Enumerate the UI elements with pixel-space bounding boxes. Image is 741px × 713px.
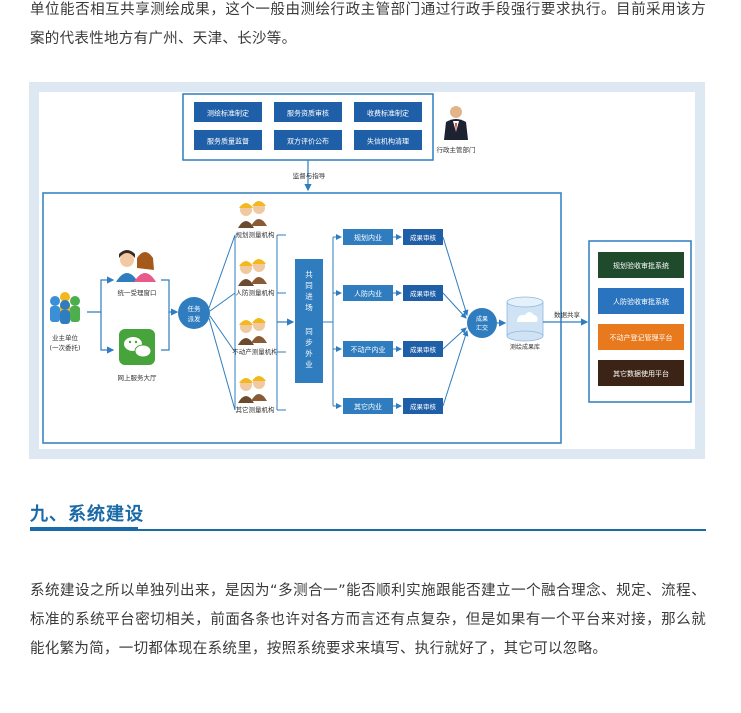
- admin-item-label: 收费标准制定: [367, 109, 409, 118]
- system-item: 其它数据使用平台: [598, 360, 684, 386]
- surveyor-icon: [238, 259, 267, 286]
- indoor-label: 不动产内业: [351, 345, 386, 354]
- supervise-label: 监督与指导: [293, 171, 326, 180]
- section-divider: [30, 529, 706, 531]
- admin-item: 失信机构清理: [354, 130, 422, 150]
- admin-item-label: 失信机构清理: [367, 137, 409, 146]
- task-label: 派发: [188, 314, 202, 323]
- indoor-row: 不动产内业 成果审核: [343, 341, 443, 357]
- indoor-label: 人防内业: [354, 289, 382, 298]
- review-label: 成果审核: [410, 402, 437, 411]
- admin-item: 服务资质审核: [274, 102, 342, 122]
- submit-label: 汇交: [476, 324, 488, 332]
- window-label: 统一受理窗口: [118, 288, 157, 297]
- svg-text:同: 同: [305, 281, 313, 290]
- submit-label: 成果: [476, 315, 488, 323]
- official-icon: [444, 106, 468, 140]
- svg-text:进: 进: [305, 292, 313, 301]
- workflow-figure: 测绘标准制定 服务资质审核 收费标准制定 服务质量监督 双方评价公布 失信机构清…: [29, 82, 705, 459]
- review-label: 成果审核: [410, 345, 437, 354]
- system-label: 规划验收审批系统: [613, 261, 669, 270]
- admin-item-label: 双方评价公布: [287, 137, 329, 146]
- system-label: 人防验收审批系统: [613, 297, 669, 306]
- admin-item-label: 服务质量监督: [207, 137, 249, 146]
- indoor-label: 其它内业: [354, 402, 382, 411]
- task-node: [178, 297, 210, 329]
- svg-text:业: 业: [305, 359, 313, 369]
- online-label: 网上服务大厅: [118, 373, 158, 382]
- svg-text:步: 步: [305, 338, 313, 347]
- surveyor-icon: [238, 318, 267, 345]
- svg-text:同: 同: [305, 327, 313, 336]
- review-label: 成果审核: [410, 233, 437, 242]
- agency-label: 人防测量机构: [236, 288, 276, 297]
- svg-text:共: 共: [305, 270, 313, 279]
- intro-paragraph: 单位能否相互共享测绘成果，这个一般由测绘行政主管部门通过行政手段强行要求执行。目…: [30, 2, 706, 47]
- admin-item: 收费标准制定: [354, 102, 422, 122]
- shared-label: 共 同 进 场 同 步 外 业: [305, 270, 313, 369]
- indoor-row: 其它内业 成果审核: [343, 398, 443, 414]
- wechat-icon: [119, 329, 155, 365]
- workflow-diagram: 测绘标准制定 服务资质审核 收费标准制定 服务质量监督 双方评价公布 失信机构清…: [39, 92, 695, 449]
- admin-item: 双方评价公布: [274, 130, 342, 150]
- svg-text:外: 外: [305, 348, 313, 358]
- agency-label: 不动产测量机构: [232, 347, 278, 356]
- svg-text:场: 场: [305, 303, 313, 312]
- admin-label: 行政主管部门: [437, 145, 476, 154]
- section-title-underline: [30, 527, 138, 531]
- admin-item-label: 测绘标准制定: [207, 109, 249, 118]
- share-label: 数据共享: [554, 310, 581, 319]
- task-label: 任务: [188, 304, 202, 313]
- system-item: 规划验收审批系统: [598, 252, 684, 278]
- review-label: 成果审核: [410, 289, 437, 298]
- section-title: 九、系统建设: [30, 504, 144, 525]
- agency-label: 其它测量机构: [236, 405, 276, 414]
- admin-item-label: 服务资质审核: [287, 109, 329, 118]
- surveyor-icon: [238, 376, 267, 403]
- shared-field-block: [295, 259, 323, 383]
- system-paragraph: 系统建设之所以单独列出来，是因为“多测合一”能否顺利实施跟能否建立一个融合理念、…: [30, 583, 706, 657]
- system-item: 人防验收审批系统: [598, 288, 684, 314]
- database-label: 测绘成果库: [510, 343, 540, 351]
- indoor-label: 规划内业: [354, 233, 382, 242]
- indoor-row: 人防内业 成果审核: [343, 285, 443, 301]
- submit-node: [467, 308, 497, 338]
- surveyor-icon: [238, 201, 267, 228]
- system-label: 不动产登记管理平台: [610, 333, 673, 342]
- agency-label: 规划测量机构: [236, 230, 276, 239]
- service-staff-icon: [116, 250, 156, 282]
- database-icon: [506, 296, 544, 342]
- main-frame: [42, 192, 562, 444]
- client-group-icon: [50, 292, 80, 324]
- section-header: 九、系统建设: [30, 500, 706, 536]
- workflow-diagram-svg: 测绘标准制定 服务资质审核 收费标准制定 服务质量监督 双方评价公布 失信机构清…: [42, 93, 692, 444]
- system-label: 其它数据使用平台: [613, 369, 669, 378]
- admin-item: 服务质量监督: [194, 130, 262, 150]
- admin-item: 测绘标准制定: [194, 102, 262, 122]
- system-item: 不动产登记管理平台: [598, 324, 684, 350]
- client-sub-label: (一次委托): [49, 343, 80, 352]
- indoor-row: 规划内业 成果审核: [343, 229, 443, 245]
- client-label: 业主单位: [52, 333, 79, 342]
